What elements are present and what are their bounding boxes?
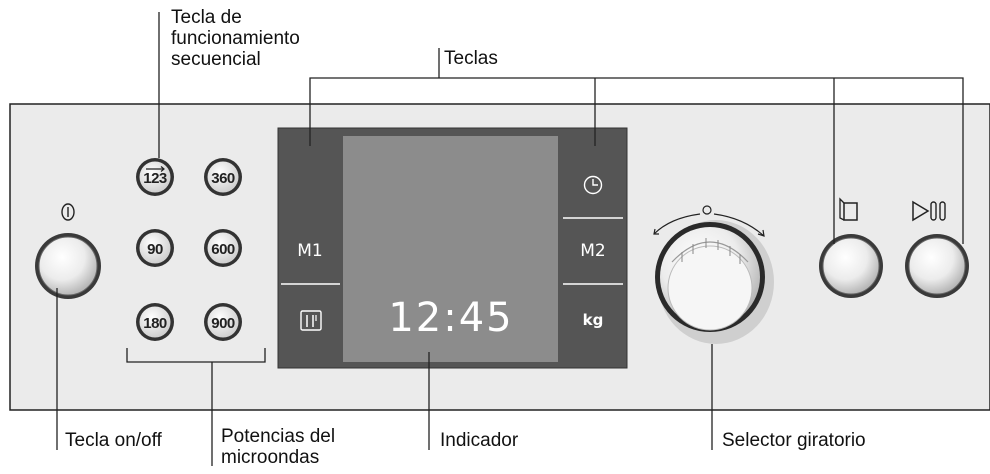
m1-key[interactable]: M1 — [297, 241, 322, 261]
sequence-button-label: 123 — [143, 170, 167, 187]
power-900-label: 900 — [211, 315, 235, 332]
power-600-label: 600 — [211, 241, 235, 258]
label-keys: Teclas — [444, 48, 498, 69]
powers-bracket — [126, 348, 266, 363]
cutlery-icon[interactable] — [300, 310, 322, 331]
power-360-button[interactable]: 360 — [204, 158, 242, 196]
label-onoff-key: Tecla on/off — [65, 430, 162, 451]
onoff-button[interactable] — [35, 233, 101, 299]
door-icon — [839, 197, 858, 221]
label-indicator: Indicador — [440, 430, 519, 451]
power-90-button[interactable]: 90 — [136, 229, 174, 267]
power-180-button[interactable]: 180 — [136, 303, 174, 341]
power-360-label: 360 — [211, 170, 235, 187]
selector-scale-marks — [653, 205, 765, 237]
m2-key[interactable]: M2 — [580, 241, 605, 261]
label-microwave-powers: Potencias del microondas — [221, 426, 336, 468]
power-180-label: 180 — [143, 315, 167, 332]
display-time: 12:45 — [388, 295, 513, 341]
play-pause-icon — [912, 200, 946, 222]
rotary-selector[interactable] — [655, 220, 774, 344]
power-icon — [61, 203, 75, 221]
start-pause-button[interactable] — [905, 234, 969, 298]
door-button[interactable] — [819, 234, 883, 298]
power-90-label: 90 — [147, 241, 163, 258]
clock-icon[interactable] — [583, 175, 603, 195]
label-sequential-key: Tecla de funcionamiento secuencial — [171, 7, 300, 70]
sequence-button[interactable]: 123 — [136, 158, 174, 196]
power-600-button[interactable]: 600 — [204, 229, 242, 267]
leader-keys-bracket — [309, 77, 964, 244]
power-900-button[interactable]: 900 — [204, 303, 242, 341]
label-rotary-selector: Selector giratorio — [722, 430, 866, 451]
display-screen — [343, 136, 558, 362]
kg-key[interactable]: kg — [583, 311, 604, 329]
